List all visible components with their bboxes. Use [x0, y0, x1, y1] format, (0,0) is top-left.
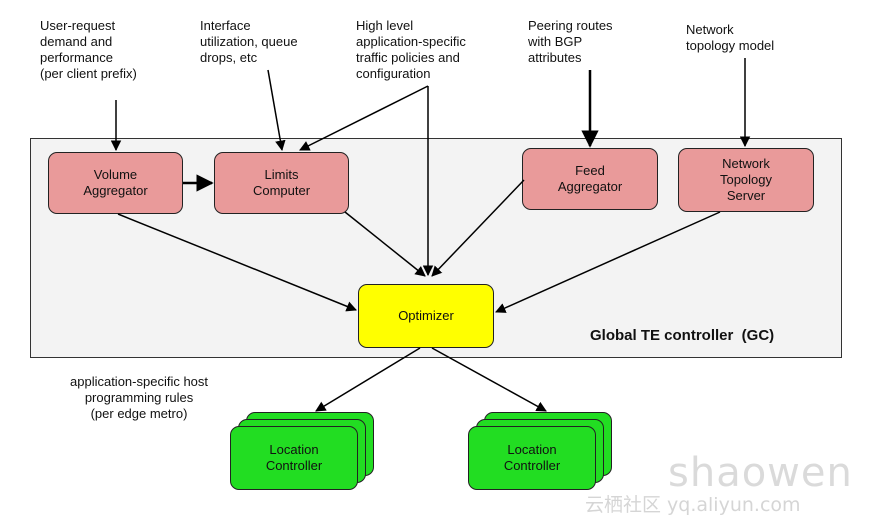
location-controller-1-node: Location Controller [230, 426, 358, 490]
optimizer-node: Optimizer [358, 284, 494, 348]
watermark-site: 云栖社区 yq.aliyun.com [585, 494, 801, 516]
network-topology-note: Network topology model [686, 22, 775, 53]
arrow-optimizer-to-loc2 [431, 347, 547, 412]
arrow-optimizer-to-loc1 [315, 347, 421, 412]
traffic-policies-note: High level application-specific traffic … [356, 18, 466, 81]
feed-aggregator-node: Feed Aggregator [522, 148, 658, 210]
user-request-note: User-request demand and performance (per… [40, 18, 137, 81]
arrow-limits-to-optimizer [344, 211, 426, 277]
arrow-volume-to-optimizer [117, 213, 357, 312]
arrow-feed-to-optimizer [431, 179, 525, 277]
host-programming-rules-note: application-specific host programming ru… [70, 374, 209, 421]
arrow-nts-to-optimizer [495, 211, 721, 313]
peering-routes-note: Peering routes with BGP attributes [528, 18, 613, 65]
network-topology-server-node: Network Topology Server [678, 148, 814, 212]
watermark-text: shaowen [668, 450, 853, 496]
arrow-policies-to-limits [299, 85, 429, 151]
global-te-controller-label: Global TE controller (GC) [590, 327, 775, 344]
interface-utilization-note: Interface utilization, queue drops, etc [200, 18, 298, 65]
location-controller-2-node: Location Controller [468, 426, 596, 490]
volume-aggregator-node: Volume Aggregator [48, 152, 183, 214]
arrow-interface-to-limits [267, 69, 286, 152]
limits-computer-node: Limits Computer [214, 152, 349, 214]
